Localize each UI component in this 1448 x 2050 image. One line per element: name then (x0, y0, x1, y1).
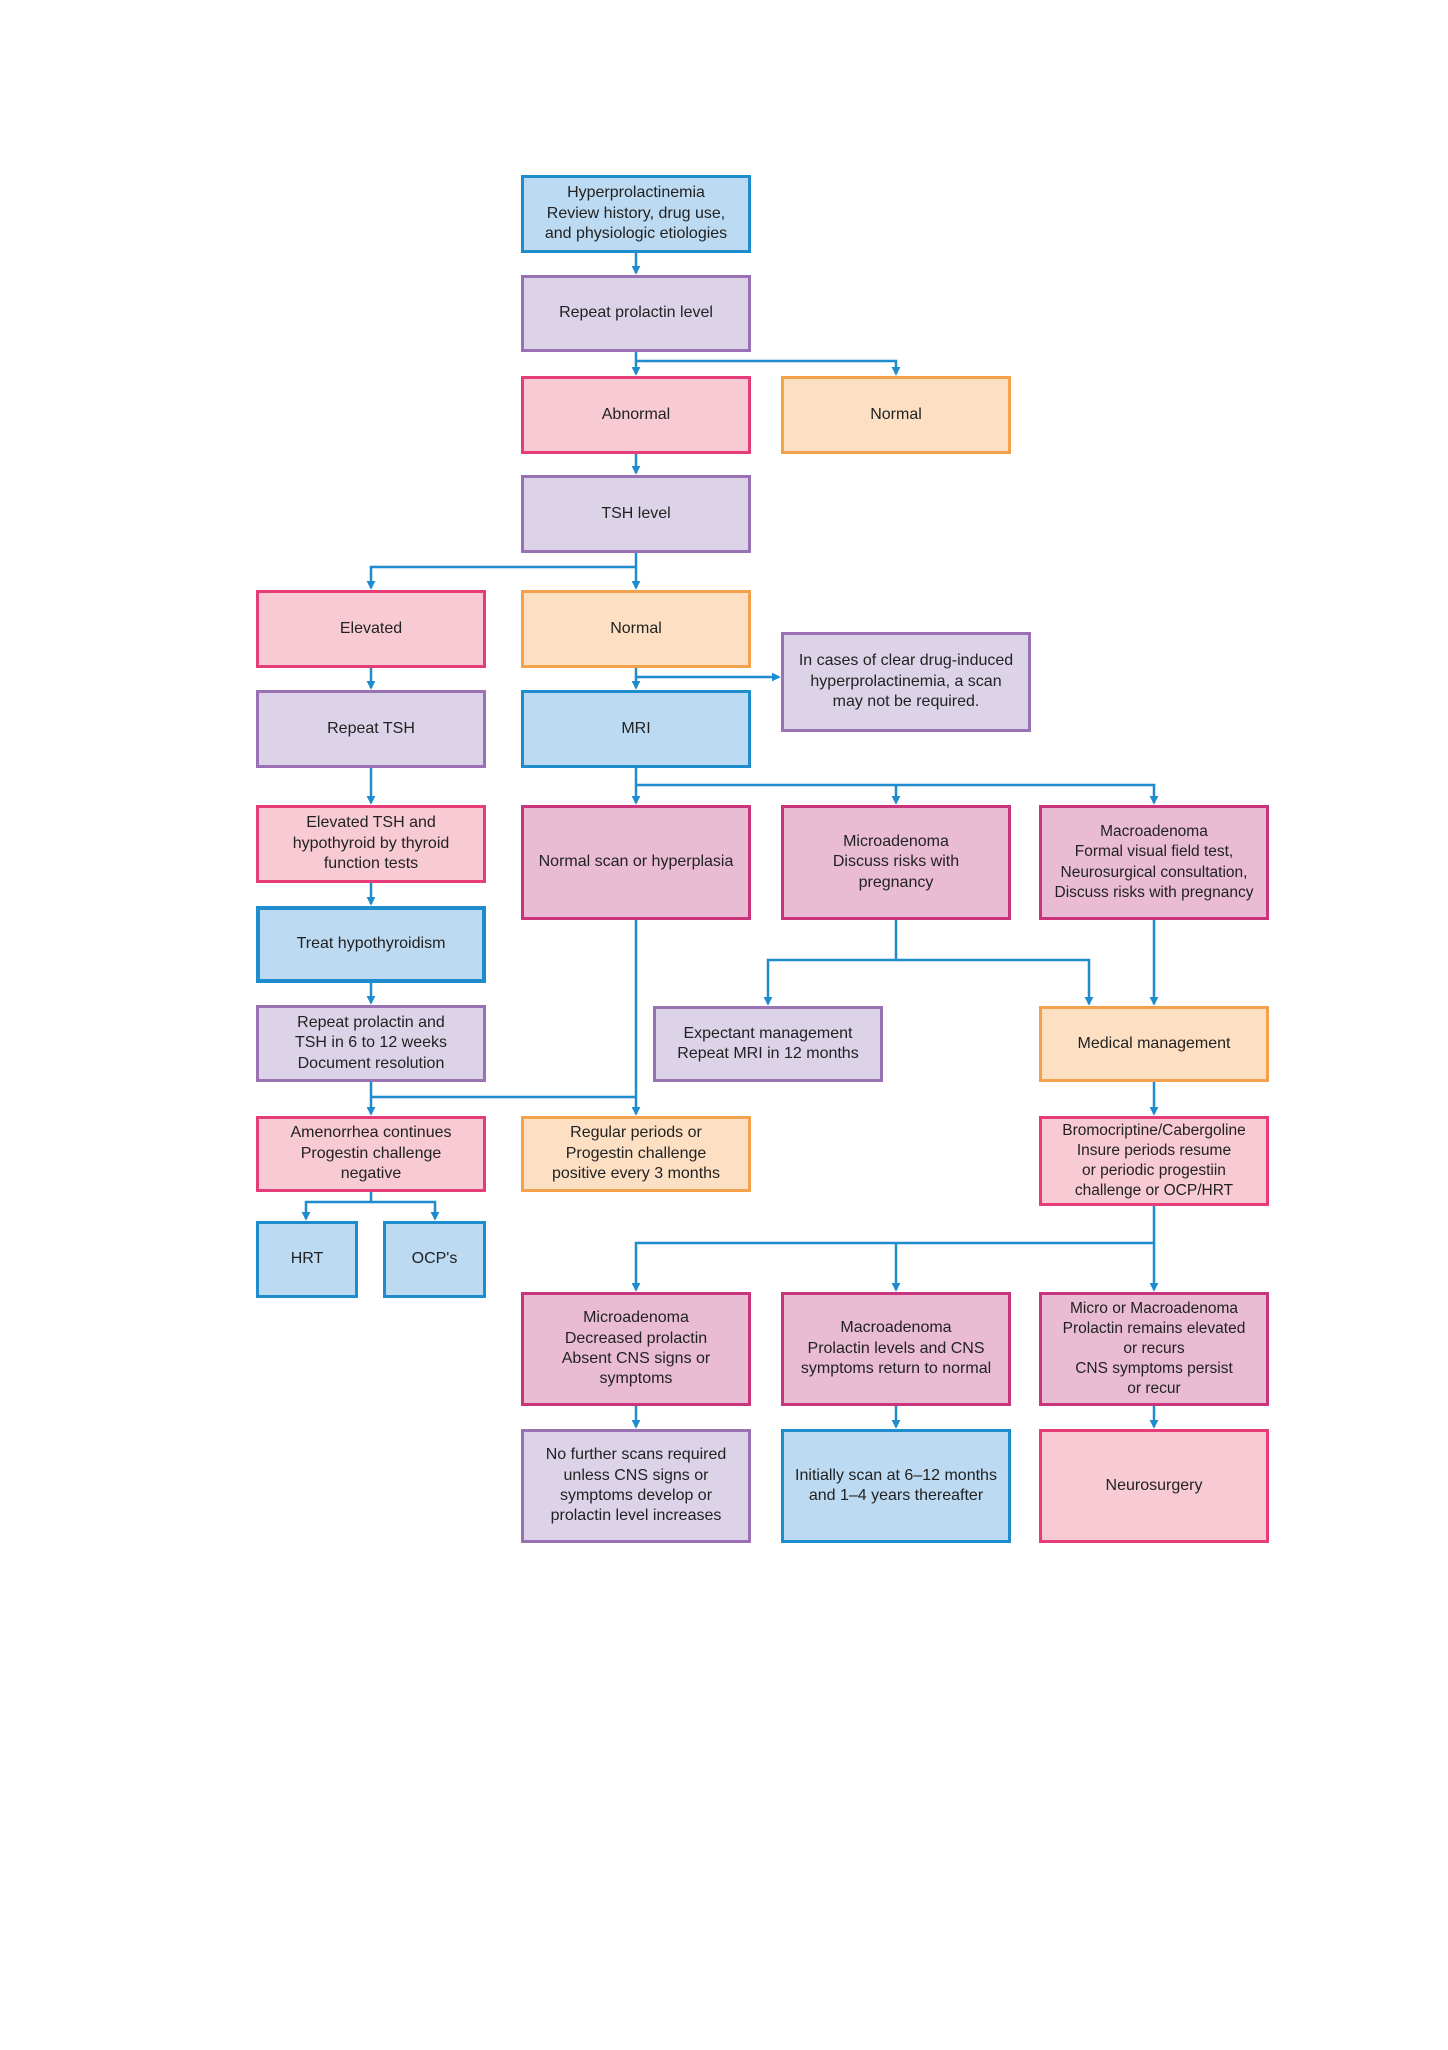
node-hrt: HRT (256, 1221, 358, 1298)
connector-micro-to-medical (896, 958, 1094, 1006)
node-micro-or-macroadenoma: Micro or Macroadenoma Prolactin remains … (1039, 1292, 1269, 1406)
node-neurosurgery: Neurosurgery (1039, 1429, 1269, 1543)
node-elevated: Elevated (256, 590, 486, 668)
node-ocps: OCP's (383, 1221, 486, 1298)
node-repeat-prolactin-and-tsh: Repeat prolactin and TSH in 6 to 12 week… (256, 1005, 486, 1082)
connector-amenorrhea-to-hrt (301, 1192, 373, 1221)
node-microadenoma-decreased-prolactin: Microadenoma Decreased prolactin Absent … (521, 1292, 751, 1406)
connector-mri-to-macroadenoma (896, 783, 1159, 805)
node-elevated-tsh-hypothyroid: Elevated TSH and hypothyroid by thyroid … (256, 805, 486, 883)
node-macroadenoma-return-to-normal: Macroadenoma Prolactin levels and CNS sy… (781, 1292, 1011, 1406)
node-abnormal: Abnormal (521, 376, 751, 454)
connector-tsh-to-elevated (366, 565, 636, 590)
node-drug-induced-note: In cases of clear drug-induced hyperprol… (781, 632, 1031, 732)
node-no-further-scans: No further scans required unless CNS sig… (521, 1429, 751, 1543)
node-macroadenoma: Macroadenoma Formal visual field test, N… (1039, 805, 1269, 920)
node-initially-scan: Initially scan at 6–12 months and 1–4 ye… (781, 1429, 1011, 1543)
node-expectant-management: Expectant management Repeat MRI in 12 mo… (653, 1006, 883, 1082)
connector-mri-to-microadenoma (636, 783, 901, 805)
node-medical-management: Medical management (1039, 1006, 1269, 1082)
node-normal-tsh: Normal (521, 590, 751, 668)
connector-repeat-to-normal (636, 359, 901, 376)
connector-micro-to-expectant (763, 920, 898, 1006)
node-normal-prolactin: Normal (781, 376, 1011, 454)
node-hyperprolactinemia: Hyperprolactinemia Review history, drug … (521, 175, 751, 253)
node-mri: MRI (521, 690, 751, 768)
node-regular-periods: Regular periods or Progestin challenge p… (521, 1116, 751, 1192)
node-amenorrhea-continues: Amenorrhea continues Progestin challenge… (256, 1116, 486, 1192)
node-microadenoma: Microadenoma Discuss risks with pregnanc… (781, 805, 1011, 920)
node-bromocriptine-cabergoline: Bromocriptine/Cabergoline Insure periods… (1039, 1116, 1269, 1206)
node-normal-scan-or-hyperplasia: Normal scan or hyperplasia (521, 805, 751, 920)
node-treat-hypothyroidism: Treat hypothyroidism (256, 906, 486, 983)
connector-amenorrhea-to-ocps (371, 1200, 440, 1221)
node-repeat-tsh: Repeat TSH (256, 690, 486, 768)
node-tsh-level: TSH level (521, 475, 751, 553)
node-repeat-prolactin-level: Repeat prolactin level (521, 275, 751, 352)
